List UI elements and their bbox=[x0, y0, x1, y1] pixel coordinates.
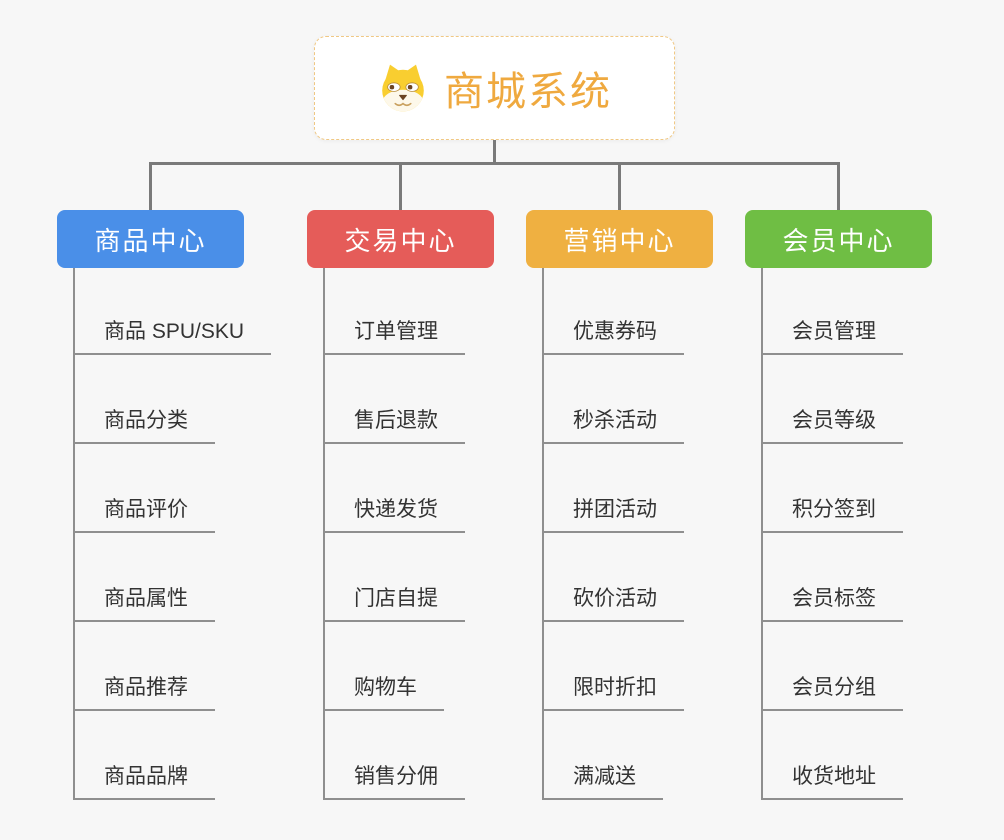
leaf-item[interactable]: 售后退款 bbox=[323, 408, 465, 444]
leaf-item[interactable]: 秒杀活动 bbox=[542, 408, 684, 444]
leaf-item[interactable]: 门店自提 bbox=[323, 586, 465, 622]
leaf-item[interactable]: 优惠券码 bbox=[542, 319, 684, 355]
leaf-column-product-center: 商品 SPU/SKU 商品分类 商品评价 商品属性 商品推荐 商品品牌 bbox=[73, 268, 303, 808]
connector-stub-trade-center bbox=[399, 162, 402, 210]
branch-node-member-center[interactable]: 会员中心 bbox=[745, 210, 932, 268]
leaf-item[interactable]: 快递发货 bbox=[323, 497, 465, 533]
leaf-item[interactable]: 会员管理 bbox=[761, 319, 903, 355]
leaf-item[interactable]: 满减送 bbox=[542, 764, 663, 800]
leaf-column-marketing-center: 优惠券码 秒杀活动 拼团活动 砍价活动 限时折扣 满减送 bbox=[542, 268, 772, 808]
leaf-item[interactable]: 商品品牌 bbox=[73, 764, 215, 800]
leaf-item[interactable]: 商品评价 bbox=[73, 497, 215, 533]
leaf-item[interactable]: 拼团活动 bbox=[542, 497, 684, 533]
branch-node-product-center[interactable]: 商品中心 bbox=[57, 210, 244, 268]
leaf-item[interactable]: 砍价活动 bbox=[542, 586, 684, 622]
branch-vertical-line bbox=[73, 268, 75, 800]
leaf-item[interactable]: 会员标签 bbox=[761, 586, 903, 622]
branch-label: 商品中心 bbox=[94, 225, 207, 256]
branch-label: 交易中心 bbox=[344, 225, 457, 256]
connector-root-stub bbox=[493, 140, 496, 164]
leaf-item[interactable]: 商品推荐 bbox=[73, 675, 215, 711]
connector-stub-product-center bbox=[149, 162, 152, 210]
branch-node-trade-center[interactable]: 交易中心 bbox=[307, 210, 494, 268]
connector-stub-member-center bbox=[837, 162, 840, 210]
connector-horizontal-line bbox=[149, 162, 840, 165]
leaf-item[interactable]: 收货地址 bbox=[761, 764, 903, 800]
dog-face-icon bbox=[377, 62, 429, 114]
leaf-item[interactable]: 积分签到 bbox=[761, 497, 903, 533]
leaf-item[interactable]: 会员等级 bbox=[761, 408, 903, 444]
leaf-item[interactable]: 订单管理 bbox=[323, 319, 465, 355]
branch-node-marketing-center[interactable]: 营销中心 bbox=[526, 210, 713, 268]
branch-vertical-line bbox=[542, 268, 544, 800]
leaf-item[interactable]: 销售分佣 bbox=[323, 764, 465, 800]
leaf-item[interactable]: 限时折扣 bbox=[542, 675, 684, 711]
leaf-item[interactable]: 商品分类 bbox=[73, 408, 215, 444]
branch-label: 营销中心 bbox=[563, 225, 676, 256]
root-title: 商城系统 bbox=[444, 70, 612, 114]
leaf-item[interactable]: 商品 SPU/SKU bbox=[73, 319, 272, 355]
leaf-item[interactable]: 会员分组 bbox=[761, 675, 903, 711]
leaf-column-member-center: 会员管理 会员等级 积分签到 会员标签 会员分组 收货地址 bbox=[761, 268, 991, 808]
leaf-item[interactable]: 商品属性 bbox=[73, 586, 215, 622]
root-node[interactable]: 商城系统 bbox=[314, 36, 675, 140]
leaf-column-trade-center: 订单管理 售后退款 快递发货 门店自提 购物车 销售分佣 bbox=[323, 268, 553, 808]
branch-vertical-line bbox=[761, 268, 763, 800]
connector-stub-marketing-center bbox=[618, 162, 621, 210]
leaf-item[interactable]: 购物车 bbox=[323, 675, 444, 711]
branch-label: 会员中心 bbox=[782, 225, 895, 256]
branch-vertical-line bbox=[323, 268, 325, 800]
